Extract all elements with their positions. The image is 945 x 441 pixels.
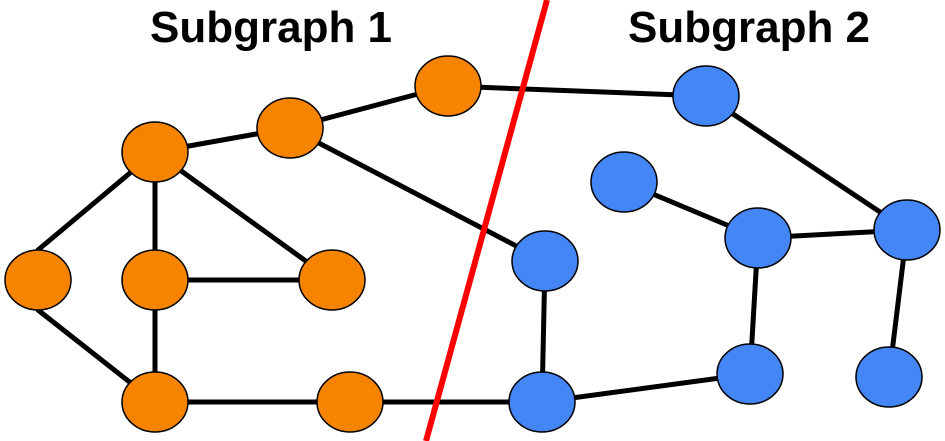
- subgraph-1-nodes: [4, 55, 482, 433]
- subgraph-2-title: Subgraph 2: [628, 3, 870, 52]
- edge-c-h: [152, 149, 335, 283]
- node: [298, 249, 366, 311]
- node: [855, 346, 923, 408]
- node: [256, 97, 324, 159]
- node: [672, 65, 740, 127]
- node: [121, 371, 189, 433]
- subgraph-2-nodes: [508, 65, 941, 433]
- node: [873, 199, 941, 261]
- cut-line: [423, 0, 550, 441]
- node: [716, 343, 784, 405]
- edge-e-j: [445, 83, 709, 99]
- node: [511, 230, 579, 292]
- edge-m-p: [539, 371, 753, 405]
- node: [121, 249, 189, 311]
- edge-j-n: [703, 93, 910, 233]
- subgraph-1-title: Subgraph 1: [150, 3, 392, 52]
- node: [121, 121, 189, 183]
- edge-d-l: [287, 125, 548, 264]
- node: [724, 207, 792, 269]
- node: [590, 151, 658, 213]
- node: [316, 371, 384, 433]
- node: [4, 249, 72, 311]
- node: [414, 55, 482, 117]
- node: [508, 371, 576, 433]
